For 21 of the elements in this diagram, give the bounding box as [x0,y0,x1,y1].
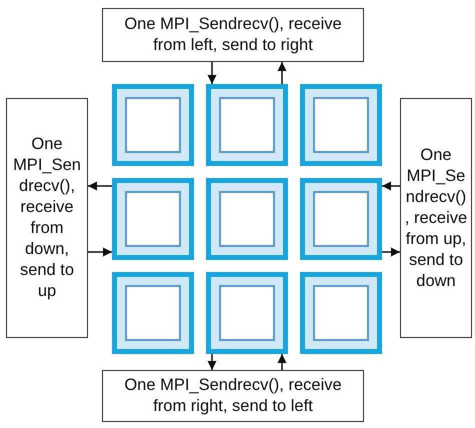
grid-cell [206,272,288,354]
grid-cell [300,84,382,166]
arrow [88,182,112,190]
arrow [278,354,286,370]
grid-cell [112,84,194,166]
grid-cell [206,178,288,260]
arrow [208,62,216,84]
arrow [88,248,112,256]
grid-cell [112,178,194,260]
arrow [208,354,216,370]
text-box: One MPI_Sendrecv(), receive from right, send to left [102,370,364,422]
grid-cell [300,178,382,260]
grid-cell [206,84,288,166]
grid-cell [300,272,382,354]
arrow [382,248,400,256]
grid-cell [112,272,194,354]
arrow [382,182,400,190]
text-box: One MPI_Sendrecv(), receive from up, send to down [400,98,472,338]
arrow [278,62,286,84]
text-box: One MPI_Sendrecv(), receive from down, send to up [6,98,88,338]
text-box: One MPI_Sendrecv(), receive from left, send to right [102,8,364,62]
